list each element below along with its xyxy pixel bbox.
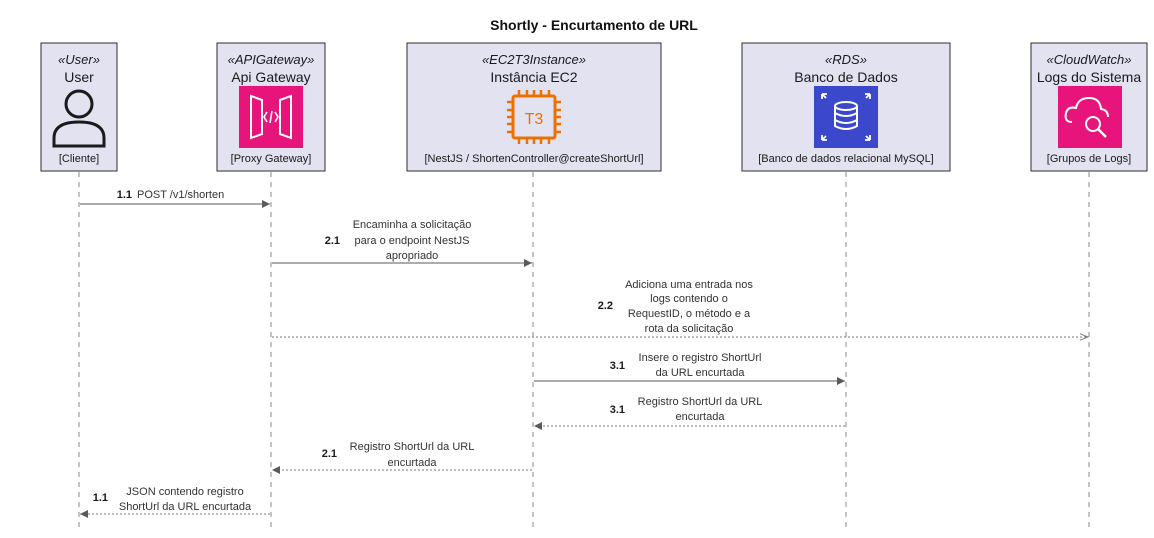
message-label-line: Registro ShortUrl da URL — [638, 396, 763, 408]
participant-ec2: «EC2T3Instance» Instância EC2 T3 [NestJS… — [406, 42, 662, 172]
message-label-line: logs contendo o — [650, 293, 728, 305]
message-number: 3.1 — [610, 360, 625, 372]
message-number: 1.1 — [93, 492, 108, 504]
message-label-line: encurtada — [676, 411, 726, 423]
messages: 1.1 POST /v1/shorten 2.1 Encaminha a sol… — [80, 189, 1090, 518]
participant-name: Banco de Dados — [794, 69, 898, 85]
message-number: 1.1 — [117, 189, 132, 201]
message-label-line: ShortUrl da URL encurtada — [119, 501, 252, 513]
message-3: 2.2 Adiciona uma entrada nos logs conten… — [272, 279, 1090, 341]
message-4: 3.1 Insere o registro ShortUrl da URL en… — [534, 352, 845, 385]
participant-stereotype: «RDS» — [825, 52, 867, 67]
message-label-line: Registro ShortUrl da URL — [350, 441, 475, 453]
ec2-t3-instance-icon: T3 — [507, 90, 561, 144]
participant-api-gateway: «APIGateway» Api Gateway [Proxy Gateway] — [216, 42, 326, 172]
participant-cloudwatch: «CloudWatch» Logs do Sistema [Grupos de … — [1030, 42, 1148, 172]
message-number: 2.1 — [325, 235, 340, 247]
participant-description: [Banco de dados relacional MySQL] — [758, 153, 934, 165]
participant-description: [NestJS / ShortenController@createShortU… — [424, 153, 643, 165]
message-number: 2.1 — [322, 448, 337, 460]
participant-name: User — [64, 69, 94, 85]
participant-box — [40, 42, 118, 172]
participant-rds: «RDS» Banco de Dados [Banco de dados rel… — [741, 42, 951, 172]
message-label-line: da URL encurtada — [656, 367, 746, 379]
message-7: 1.1 JSON contendo registro ShortUrl da U… — [80, 486, 270, 518]
ec2-icon-label: T3 — [525, 111, 544, 128]
participant-box — [406, 42, 662, 172]
message-label-line: Adiciona uma entrada nos — [625, 279, 753, 291]
rds-database-icon — [814, 86, 878, 148]
participant-user: «User» User [Cliente] — [40, 42, 118, 172]
api-gateway-icon — [239, 86, 303, 148]
message-label-line: Encaminha a solicitação — [353, 219, 472, 231]
message-label-line: Insere o registro ShortUrl — [639, 352, 762, 364]
lifelines — [78, 172, 1090, 528]
message-2: 2.1 Encaminha a solicitação para o endpo… — [272, 219, 532, 267]
participant-description: [Proxy Gateway] — [231, 153, 312, 165]
message-label-line: para o endpoint NestJS — [355, 235, 470, 247]
participant-name: Api Gateway — [231, 69, 310, 85]
message-label-line: JSON contendo registro — [126, 486, 243, 498]
message-label-line: RequestID, o método e a — [628, 308, 751, 320]
participant-stereotype: «APIGateway» — [228, 52, 315, 67]
participant-stereotype: «CloudWatch» — [1046, 52, 1131, 67]
participant-description: [Grupos de Logs] — [1047, 153, 1131, 165]
cloudwatch-logs-icon — [1058, 86, 1122, 148]
message-label-line: encurtada — [388, 457, 438, 469]
message-5: 3.1 Registro ShortUrl da URL encurtada — [534, 396, 845, 430]
participant-name: Logs do Sistema — [1037, 69, 1141, 85]
message-label-line: POST /v1/shorten — [137, 189, 224, 201]
message-1: 1.1 POST /v1/shorten — [80, 189, 270, 208]
participant-stereotype: «User» — [58, 52, 100, 67]
participant-name: Instância EC2 — [490, 69, 577, 85]
user-icon — [52, 89, 106, 148]
diagram-title: Shortly - Encurtamento de URL — [490, 17, 698, 33]
participant-description: [Cliente] — [59, 153, 99, 165]
message-number: 3.1 — [610, 404, 625, 416]
message-number: 2.2 — [598, 300, 613, 312]
message-6: 2.1 Registro ShortUrl da URL encurtada — [272, 441, 532, 474]
participant-stereotype: «EC2T3Instance» — [482, 52, 586, 67]
message-label-line: apropriado — [386, 250, 439, 262]
message-label-line: rota da solicitação — [645, 323, 734, 335]
